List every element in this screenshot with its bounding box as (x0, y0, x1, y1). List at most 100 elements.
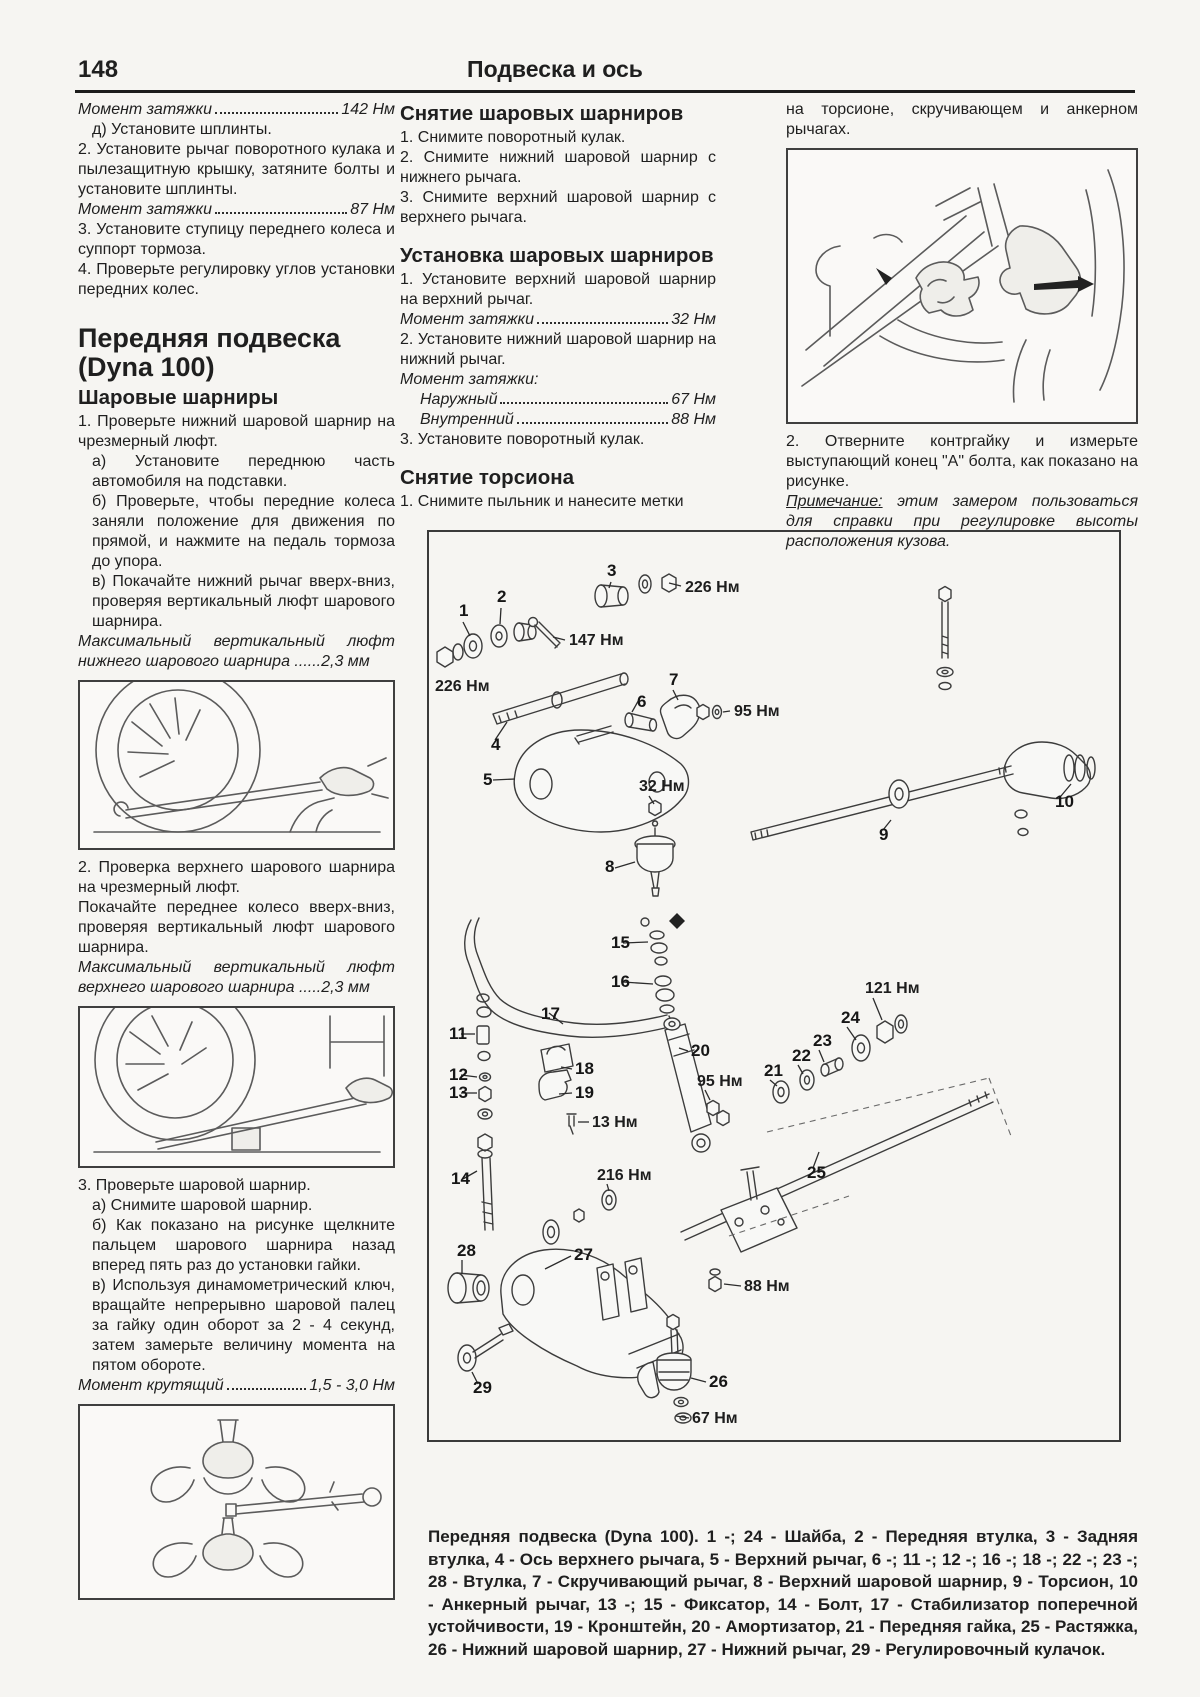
instruction-step: Покачайте переднее колесо вверх-вниз, пр… (78, 899, 395, 956)
page-number: 148 (78, 56, 119, 83)
spec-value: 1,5 - 3,0 Нм (309, 1377, 395, 1394)
part-number-label: 22 (792, 1046, 811, 1065)
right-column: на торсионе, скручивающем и анкерном рыч… (786, 100, 1138, 552)
wheel-prybar-sketch (93, 682, 389, 833)
part-number-label: 17 (541, 1004, 560, 1023)
torque-spec: Момент затяжки 32 Нм (400, 310, 716, 330)
ball-joint-wrench-sketch (150, 1419, 382, 1578)
part-number-label: 7 (669, 670, 678, 689)
part-number-label: 5 (483, 770, 492, 789)
spec-label: Момент затяжки (78, 201, 212, 218)
instruction-step: 2. Установите нижний шаровой шарнир на н… (400, 331, 716, 368)
dot-leader (500, 402, 669, 404)
page-title: Подвеска и ось (467, 56, 643, 82)
torque-label: 121 Нм (865, 980, 920, 997)
spec-label: Момент затяжки (400, 311, 534, 328)
part-number-label: 11 (449, 1024, 467, 1043)
note: Примечание: этим замером пользоваться дл… (786, 492, 1138, 552)
spec-value: 67 Нм (671, 391, 716, 408)
torque-label: 67 Нм (692, 1410, 738, 1427)
part-number-label: 2 (497, 587, 506, 606)
torque-label: 216 Нм (597, 1167, 652, 1184)
part-number-label: 24 (841, 1008, 860, 1027)
figure-upper-ball-joint-check (78, 1006, 395, 1168)
section-heading: Установка шаровых шарниров (400, 244, 714, 267)
spec-label: Внутренний (420, 411, 514, 428)
part-number-label: 6 (637, 692, 646, 711)
torque-label: 32 Нм (639, 778, 685, 795)
instruction-step: на торсионе, скручивающем и анкерном рыч… (786, 101, 1138, 138)
part-number-label: 29 (473, 1378, 492, 1397)
wheel-lever-block-sketch (93, 1008, 393, 1153)
spec-label: Момент затяжки (78, 101, 212, 118)
instruction-step: 1. Проверьте нижний шаровой шарнир на чр… (78, 413, 395, 450)
torque-label: 226 Нм (685, 579, 740, 596)
diagram-labels: 1234567891011121314151617181920212223242… (435, 561, 1074, 1427)
part-number-label: 3 (607, 561, 616, 580)
part-number-label: 28 (457, 1241, 476, 1260)
dot-leader (214, 112, 339, 114)
figure-caption: Передняя подвеска (Dyna 100). 1 -; 24 - … (428, 1527, 1138, 1659)
spec-value: 88 Нм (671, 411, 716, 428)
part-number-label: 26 (709, 1372, 728, 1391)
section-heading: Снятие торсиона (400, 466, 575, 489)
torque-label: 88 Нм (744, 1278, 790, 1295)
dot-leader (214, 212, 348, 214)
instruction-step: 3. Установите поворотный кулак. (400, 431, 645, 448)
part-number-label: 18 (575, 1059, 594, 1078)
part-number-label: 19 (575, 1083, 594, 1102)
header-rule (75, 90, 1135, 93)
dot-leader (226, 1388, 307, 1390)
instruction-step: 1. Установите верхний шаровой шарнир на … (400, 271, 716, 308)
section-heading: Передняя подвеска (Dyna 100) (78, 323, 341, 382)
part-number-label: 25 (807, 1163, 826, 1182)
torque-label: 147 Нм (569, 632, 624, 649)
instruction-step: 2. Проверка верхнего шарового шарнира на… (78, 859, 395, 896)
part-number-label: 9 (879, 825, 888, 844)
part-number-label: 21 (764, 1061, 783, 1080)
instruction-step: д) Установите шплинты. (92, 121, 272, 138)
leader-lines (460, 581, 1072, 1419)
torque-label: 95 Нм (697, 1073, 743, 1090)
instruction-step: 3. Проверьте шаровой шарнир. (78, 1177, 311, 1194)
instruction-step: 2. Отверните контргайку и измерьте высту… (786, 433, 1138, 490)
instruction-substep: а) Снимите шаровой шарнир. (92, 1197, 313, 1214)
torque-spec: Наружный 67 Нм (400, 390, 716, 410)
instruction-substep: в) Используя динамометрический ключ, вра… (92, 1277, 395, 1374)
spec-value: 32 Нм (671, 311, 716, 328)
torsion-bar-sketch (801, 169, 1125, 403)
part-number-label: 15 (611, 933, 630, 952)
dot-leader (516, 422, 669, 424)
part-number-label: 8 (605, 857, 614, 876)
note-text: этим замером пользоваться для справки пр… (786, 493, 1138, 550)
part-number-label: 10 (1055, 792, 1074, 811)
instruction-step: 4. Проверьте регулировку углов установки… (78, 261, 395, 298)
instruction-step: 1. Снимите пыльник и нанесите метки (400, 493, 684, 510)
middle-column: Снятие шаровых шарниров 1. Снимите повор… (400, 100, 716, 512)
subsection-heading: Шаровые шарниры (78, 386, 279, 409)
part-number-label: 14 (451, 1169, 470, 1188)
figure-ball-joint-torque-check (78, 1404, 395, 1600)
section-heading: Снятие шаровых шарниров (400, 102, 684, 125)
part-number-label: 20 (691, 1041, 710, 1060)
max-play-spec: Максимальный вертикальный люфт нижнего ш… (78, 633, 395, 670)
exploded-diagram-svg: 1234567891011121314151617181920212223242… (435, 561, 1096, 1427)
instruction-step: 2. Снимите нижний шаровой шарнир с нижне… (400, 149, 716, 186)
instruction-step: 3. Снимите верхний шаровой шарнир с верх… (400, 189, 716, 226)
dot-leader (536, 322, 669, 324)
torque-label: 95 Нм (734, 703, 780, 720)
torque-spec-heading: Момент затяжки: (400, 371, 539, 388)
part-number-label: 23 (813, 1031, 832, 1050)
note-label: Примечание: (786, 493, 883, 510)
instruction-step: 1. Снимите поворотный кулак. (400, 129, 626, 146)
max-play-spec: Максимальный вертикальный люфт верхнего … (78, 959, 395, 996)
part-number-label: 27 (574, 1245, 593, 1264)
instruction-step: 3. Установите ступицу переднего колеса и… (78, 221, 395, 258)
spec-label: Наружный (420, 391, 498, 408)
instruction-substep: б) Как показано на рисунке щелкните паль… (92, 1217, 395, 1274)
figure-torsion-bolt-measure (786, 148, 1138, 424)
